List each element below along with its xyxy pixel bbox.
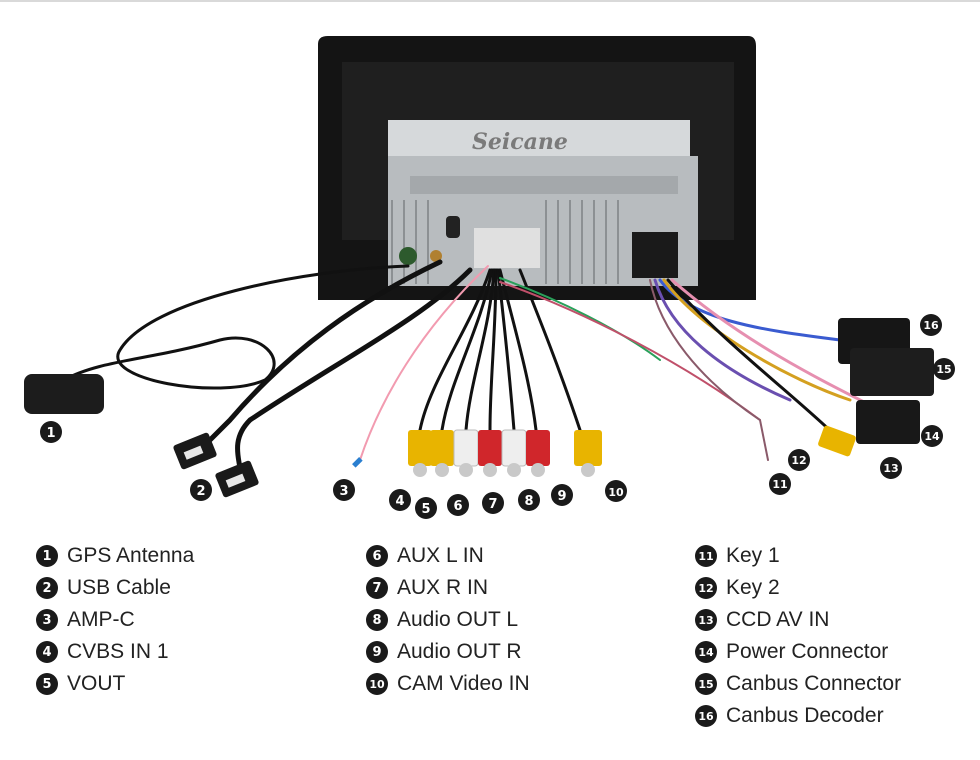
callout-1: 1: [40, 421, 62, 443]
legend-item-aux-l-in: 6 AUX L IN: [366, 540, 530, 572]
callout-2: 2: [190, 479, 212, 501]
av-socket: [474, 228, 540, 268]
brand-logo: Seicane: [472, 129, 568, 155]
svg-text:13: 13: [883, 462, 898, 475]
legend-label: Canbus Connector: [726, 672, 902, 695]
legend-item-usb-cable: 2 USB Cable: [36, 572, 194, 604]
legend-label: Key 1: [726, 544, 780, 567]
legend-label: Audio OUT R: [397, 640, 522, 663]
legend-item-aux-r-in: 7 AUX R IN: [366, 572, 530, 604]
legend-number: 2: [36, 577, 58, 599]
legend-label: AMP-C: [67, 608, 135, 631]
top-panel: [388, 120, 690, 156]
legend-label: CVBS IN 1: [67, 640, 169, 663]
canbus-blocks: [838, 318, 934, 444]
callout-10: 10: [605, 480, 627, 502]
callout-9: 9: [551, 484, 573, 506]
svg-text:3: 3: [339, 484, 348, 499]
svg-text:7: 7: [488, 497, 497, 512]
legend-column-1: 1 GPS Antenna 2 USB Cable 3 AMP-C 4 CVBS IN …: [36, 540, 194, 700]
legend-label: GPS Antenna: [67, 544, 195, 567]
svg-text:8: 8: [524, 494, 533, 509]
legend-number: 8: [366, 609, 388, 631]
svg-text:15: 15: [936, 363, 951, 376]
legend-item-key-1: 11 Key 1: [695, 540, 901, 572]
legend-number: 12: [695, 577, 717, 599]
svg-text:6: 6: [453, 499, 462, 514]
cables: [62, 259, 882, 473]
svg-text:12: 12: [791, 454, 806, 467]
callout-14: 14: [921, 425, 943, 447]
legend-item-canbus-connector: 15 Canbus Connector: [695, 668, 901, 700]
legend-item-amp-c: 3 AMP-C: [36, 604, 194, 636]
usb-plugs: [173, 432, 259, 498]
callout-markers: 1 2 3 4 5 6 7 8 9 10 11 12 13 14 15 16: [40, 314, 955, 519]
legend-number: 13: [695, 609, 717, 631]
callout-12: 12: [788, 449, 810, 471]
legend-label: USB Cable: [67, 576, 171, 599]
legend-number: 11: [695, 545, 717, 567]
legend-item-cam-video-in: 10 CAM Video IN: [366, 668, 530, 700]
legend-number: 16: [695, 705, 717, 727]
callout-13: 13: [880, 457, 902, 479]
legend-label: Key 2: [726, 576, 780, 599]
legend-item-key-2: 12 Key 2: [695, 572, 901, 604]
callout-3: 3: [333, 479, 355, 501]
legend-label: CCD AV IN: [726, 608, 830, 631]
callout-6: 6: [447, 494, 469, 516]
svg-text:5: 5: [421, 502, 430, 517]
callout-15: 15: [933, 358, 955, 380]
legend-label: Audio OUT L: [397, 608, 519, 631]
gps-socket: [399, 247, 417, 265]
power-socket: [632, 232, 678, 278]
legend-label: VOUT: [67, 672, 126, 695]
legend-number: 15: [695, 673, 717, 695]
svg-text:2: 2: [196, 484, 205, 499]
legend-label: Canbus Decoder: [726, 704, 884, 727]
callout-4: 4: [389, 489, 411, 511]
legend-label: Power Connector: [726, 640, 889, 663]
legend-label: AUX R IN: [397, 576, 489, 599]
svg-text:10: 10: [608, 486, 624, 499]
amp-c-wire-end: [352, 457, 363, 468]
callout-8: 8: [518, 489, 540, 511]
legend-number: 6: [366, 545, 388, 567]
wiring-diagram: Seicane: [24, 36, 955, 519]
callout-5: 5: [415, 497, 437, 519]
svg-text:16: 16: [923, 319, 939, 332]
svg-text:11: 11: [772, 478, 787, 491]
legend-number: 7: [366, 577, 388, 599]
legend-number: 14: [695, 641, 717, 663]
legend-number: 1: [36, 545, 58, 567]
legend-number: 3: [36, 609, 58, 631]
svg-text:1: 1: [46, 426, 55, 441]
legend-number: 10: [366, 673, 388, 695]
head-unit: Seicane: [318, 36, 756, 300]
callout-7: 7: [482, 492, 504, 514]
callout-11: 11: [769, 473, 791, 495]
legend-column-3: 11 Key 1 12 Key 2 13 CCD AV IN 14 Power Conn…: [695, 540, 901, 732]
legend-number: 5: [36, 673, 58, 695]
svg-text:4: 4: [395, 494, 404, 509]
legend-item-gps-antenna: 1 GPS Antenna: [36, 540, 194, 572]
callout-16: 16: [920, 314, 942, 336]
legend-item-vout: 5 VOUT: [36, 668, 194, 700]
legend-item-canbus-decoder: 16 Canbus Decoder: [695, 700, 901, 732]
legend-label: CAM Video IN: [397, 672, 530, 695]
legend-item-audio-out-r: 9 Audio OUT R: [366, 636, 530, 668]
rca-plugs: [408, 425, 856, 477]
legend-item-power-connector: 14 Power Connector: [695, 636, 901, 668]
legend-item-cvbs-in-1: 4 CVBS IN 1: [36, 636, 194, 668]
svg-text:9: 9: [557, 489, 566, 504]
top-divider: [0, 0, 980, 2]
legend-item-ccd-av-in: 13 CCD AV IN: [695, 604, 901, 636]
legend-number: 9: [366, 641, 388, 663]
gps-antenna: [24, 374, 104, 414]
legend-label: AUX L IN: [397, 544, 484, 567]
svg-text:14: 14: [924, 430, 940, 443]
legend-number: 4: [36, 641, 58, 663]
legend-item-audio-out-l: 8 Audio OUT L: [366, 604, 530, 636]
legend-column-2: 6 AUX L IN 7 AUX R IN 8 Audio OUT L 9 Audio …: [366, 540, 530, 700]
